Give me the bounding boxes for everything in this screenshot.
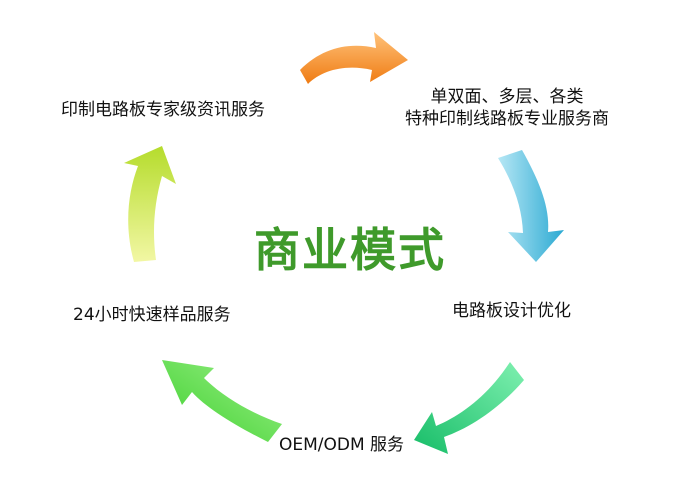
- yellow-arrow-icon: [124, 146, 176, 262]
- diagram-title: 商业模式: [254, 223, 446, 277]
- service-expert-consulting: 印制电路板专家级资讯服务: [61, 100, 265, 120]
- service-pcb-manufacturer-line1: 单双面、多层、各类: [430, 87, 584, 107]
- cyan-arrow-icon: [498, 150, 564, 262]
- orange-arrow-icon: [300, 32, 408, 84]
- service-oem-odm: OEM/ODM 服务: [276, 434, 408, 456]
- service-pcb-manufacturer: 单双面、多层、各类 特种印制线路板专业服务商: [387, 86, 627, 130]
- service-quick-samples: 24小时快速样品服务: [73, 305, 231, 325]
- lime-arrow-icon: [162, 360, 282, 442]
- green-arrow-icon: [414, 362, 524, 454]
- service-pcb-manufacturer-line2: 特种印制线路板专业服务商: [405, 109, 609, 129]
- service-design-optimization: 电路板设计优化: [452, 301, 571, 321]
